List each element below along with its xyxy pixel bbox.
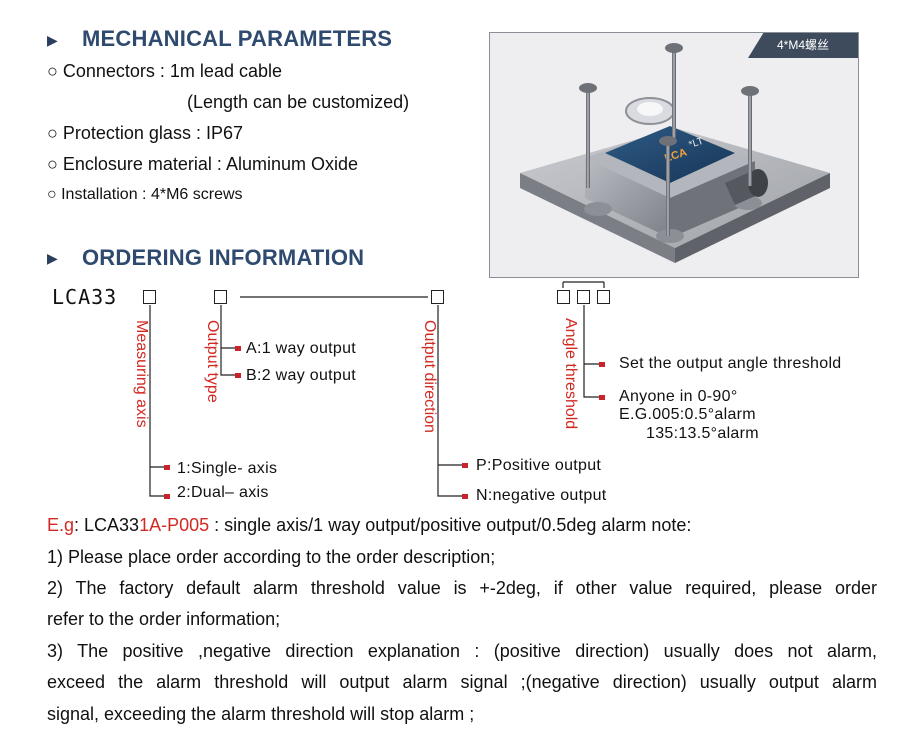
spec-protection-glass: ○ Protection glass : IP67	[47, 123, 243, 143]
ordering-heading: ORDERING INFORMATION	[82, 245, 365, 270]
note-3: 3) The positive ,negative direction expl…	[47, 641, 877, 661]
code-box-threshold-3	[597, 290, 610, 304]
spec-enclosure-material: ○ Enclosure material : Aluminum Oxide	[47, 154, 358, 174]
marker-dot	[164, 494, 170, 499]
spec-connectors: ○ Connectors : 1m lead cable	[47, 61, 282, 81]
option-output-type-b: B:2 way output	[246, 367, 357, 384]
spec-installation: ○ Installation : 4*M6 screws	[47, 186, 243, 203]
code-box-axis	[143, 290, 156, 304]
option-threshold-example-1: E.G.005:0.5°alarm	[619, 406, 756, 423]
option-threshold-set: Set the output angle threshold	[619, 355, 842, 372]
example-code: A-P005	[149, 515, 210, 535]
example-description: : single axis/1 way output/positive outp…	[209, 515, 692, 535]
sensor-mounting-illustration: LCA *LT	[490, 33, 858, 277]
section-arrow-icon: ▶	[47, 32, 58, 48]
label-measuring-axis: Measuring axis	[133, 320, 150, 428]
marker-dot	[235, 346, 241, 351]
option-direction-negative: N:negative output	[476, 487, 607, 504]
marker-dot	[164, 465, 170, 470]
device-model-text: *LT	[688, 136, 706, 151]
option-axis-dual: 2:Dual– axis	[177, 484, 269, 501]
note-1: 1) Please place order according to the o…	[47, 547, 496, 567]
marker-dot	[462, 463, 468, 468]
example-axis-digit: 1	[139, 515, 150, 535]
option-threshold-range: Anyone in 0-90°	[619, 388, 738, 405]
screw-spec-badge: 4*M4螺丝	[748, 33, 858, 58]
model-prefix: LCA33	[52, 285, 118, 309]
example-prefix: E.g	[47, 515, 75, 535]
label-output-direction: Output direction	[421, 320, 438, 433]
order-example: E.g: LCA331A-P005 : single axis/1 way ou…	[47, 515, 691, 536]
option-axis-single: 1:Single- axis	[177, 460, 278, 477]
option-output-type-a: A:1 way output	[246, 340, 357, 357]
note-3-end: signal, exceeding the alarm threshold wi…	[47, 704, 475, 724]
spec-connectors-note: (Length can be customized)	[187, 92, 410, 112]
note-2: 2) The factory default alarm threshold v…	[47, 578, 877, 598]
code-box-output-type	[214, 290, 227, 304]
mechanical-heading: MECHANICAL PARAMETERS	[82, 26, 393, 51]
marker-dot	[599, 395, 605, 400]
option-direction-positive: P:Positive output	[476, 457, 602, 474]
code-box-threshold-2	[577, 290, 590, 304]
label-output-type: Output type	[204, 320, 221, 403]
label-angle-threshold: Angle threshold	[562, 318, 579, 430]
product-photo: LCA *LT 4*M4螺丝	[489, 32, 859, 278]
note-3-cont: exceed the alarm threshold will output a…	[47, 672, 877, 692]
option-threshold-example-2: 135:13.5°alarm	[646, 425, 759, 442]
example-model: : LCA33	[74, 515, 140, 535]
code-box-direction	[431, 290, 444, 304]
section-arrow-icon: ▶	[47, 250, 58, 266]
marker-dot	[462, 494, 468, 499]
note-2-cont: refer to the order information;	[47, 609, 281, 629]
marker-dot	[235, 373, 241, 378]
code-box-threshold-1	[557, 290, 570, 304]
marker-dot	[599, 362, 605, 367]
